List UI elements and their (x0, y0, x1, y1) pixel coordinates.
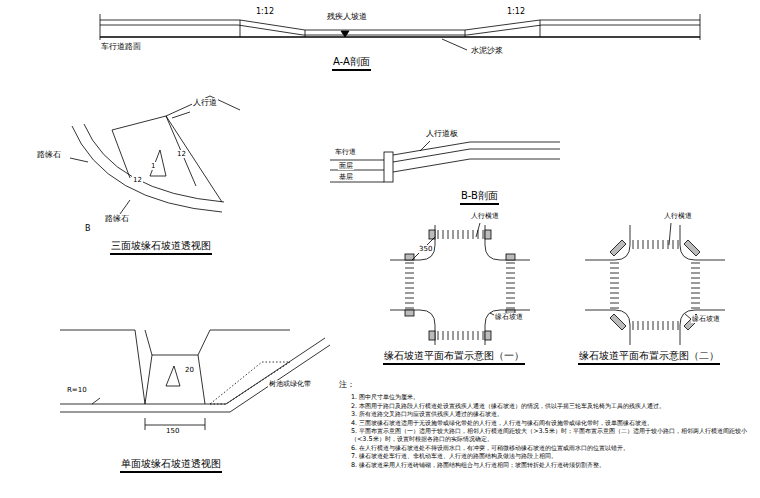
part-name: 人行横道 (663, 212, 693, 220)
note-text: 8. 缘石坡道采用人行道砖铺砌，路面结构组合与人行道相同；坡面转折处人行道砖须切… (350, 461, 750, 469)
section-title: B-B剖面 (460, 190, 499, 205)
dimension: 12 (176, 150, 187, 158)
crosswalk-stripe (610, 240, 700, 330)
ramp (610, 240, 626, 256)
note-heading: 注： (338, 380, 356, 389)
dimension: 150 (165, 427, 180, 435)
note-text: 3. 所有道路交叉路口均应设置供残疾人通过的缘石坡道。 (350, 410, 750, 418)
ramp (506, 254, 515, 260)
part-name: 面层 (338, 162, 354, 170)
crosswalk-stripe (405, 230, 515, 340)
part-name: 水泥沙浆 (470, 46, 504, 55)
dimension-line (412, 237, 435, 260)
view-title: 三面坡缘石坡道透视图 (110, 240, 212, 255)
note-text: 2. 本图用于路口及路段人行横道处设置残疾人通道（缘石坡道）的情况，供以手摇三轮… (350, 402, 750, 410)
section-a-a (100, 14, 700, 50)
crosswalk-stripe (610, 240, 700, 330)
curb-line (585, 310, 630, 345)
view-title: 单面坡缘石坡道透视图 (120, 458, 222, 473)
curb-line (485, 310, 530, 345)
ramp (610, 314, 626, 330)
ramp (485, 230, 491, 239)
crosswalk-stripe (610, 240, 700, 330)
note-text: 7. 缘石坡道处车行道、非机动车道、人行道的路面结构及做法与路段上相同。 (350, 452, 750, 460)
part-name: 树池或绿化带 (268, 380, 312, 388)
intersection-plan (390, 223, 530, 345)
leader-line (669, 223, 671, 245)
three-face-ramp (70, 96, 240, 214)
part-name: 残疾人坡道 (326, 12, 368, 21)
dimension: 20 (184, 366, 195, 374)
intersection-plan (585, 223, 725, 345)
crosswalk-stripe (405, 230, 515, 340)
section-mark: B (84, 224, 92, 233)
part-name: 人行道板 (425, 129, 459, 138)
crosswalk-stripe (405, 230, 515, 340)
crosswalk-stripe (610, 240, 700, 330)
part-name: 路缘石 (104, 214, 130, 223)
section-title: A-A剖面 (332, 56, 371, 71)
ramp (405, 310, 414, 316)
plan-views (390, 223, 725, 345)
note-text: 1. 图中尺寸单位为厘米。 (350, 393, 750, 401)
curb-line (485, 225, 530, 260)
dimension: 350 (418, 245, 433, 253)
crosswalk-stripe (610, 240, 700, 330)
crosswalk-stripe (405, 230, 515, 340)
crosswalk-stripe (610, 240, 700, 330)
ramp (485, 331, 491, 340)
crosswalk-stripe (610, 240, 700, 330)
dimension: 12 (132, 176, 143, 184)
part-name: 缘石坡道 (691, 315, 721, 323)
slope-ratio: 1:12 (255, 7, 275, 16)
note-text: 4. 三面坡缘石坡道适用于无设施带或绿化带处的人行道，人行道与缘石间有设施带或绿… (350, 419, 750, 427)
crosswalk-stripe (405, 230, 515, 340)
crosswalk-stripe (610, 240, 700, 330)
dimension: 1 (150, 162, 156, 170)
part-name: 缘石坡道 (494, 313, 524, 321)
single-face-ramp (60, 330, 330, 430)
ramp (684, 240, 700, 256)
note-text: 5. 平面布置示意图（一）适用于较大路口，相邻人行横道间距较大（>3.5米）时；… (350, 427, 750, 443)
curb-line (680, 225, 725, 260)
curb-line (390, 225, 435, 260)
crosswalk-stripe (610, 240, 700, 330)
part-name: 人行道 (192, 98, 218, 107)
crosswalk-stripe (405, 230, 515, 340)
crosswalk-stripe (405, 230, 515, 340)
part-name: 车行道 (334, 148, 357, 156)
crosswalk-stripe (405, 230, 515, 340)
crosswalk-stripe (610, 240, 700, 330)
crosswalk-stripe (405, 230, 515, 340)
curb-line (390, 310, 435, 345)
curb-line (680, 310, 725, 345)
part-name: 路缘石 (36, 150, 62, 159)
dimension: R=10 (66, 386, 88, 394)
view-title: 缘石坡道平面布置示意图（一） (383, 350, 525, 365)
crosswalk-stripe (405, 230, 515, 340)
slope-ratio: 1:12 (506, 7, 526, 16)
view-title: 缘石坡道平面布置示意图（二） (578, 350, 720, 365)
section-b-b (330, 141, 560, 182)
part-name: 基层 (338, 173, 354, 181)
note-text: 6. 在人行横道与缘石坡道处不得设雨水口，有冲突，可稍微移动缘石坡道的位置或雨水… (350, 444, 750, 452)
part-name: 人行横道 (470, 212, 500, 220)
ramp (429, 331, 435, 340)
leader-line (476, 223, 480, 237)
curb-line (585, 225, 630, 260)
part-name: 车行道路面 (100, 42, 142, 51)
